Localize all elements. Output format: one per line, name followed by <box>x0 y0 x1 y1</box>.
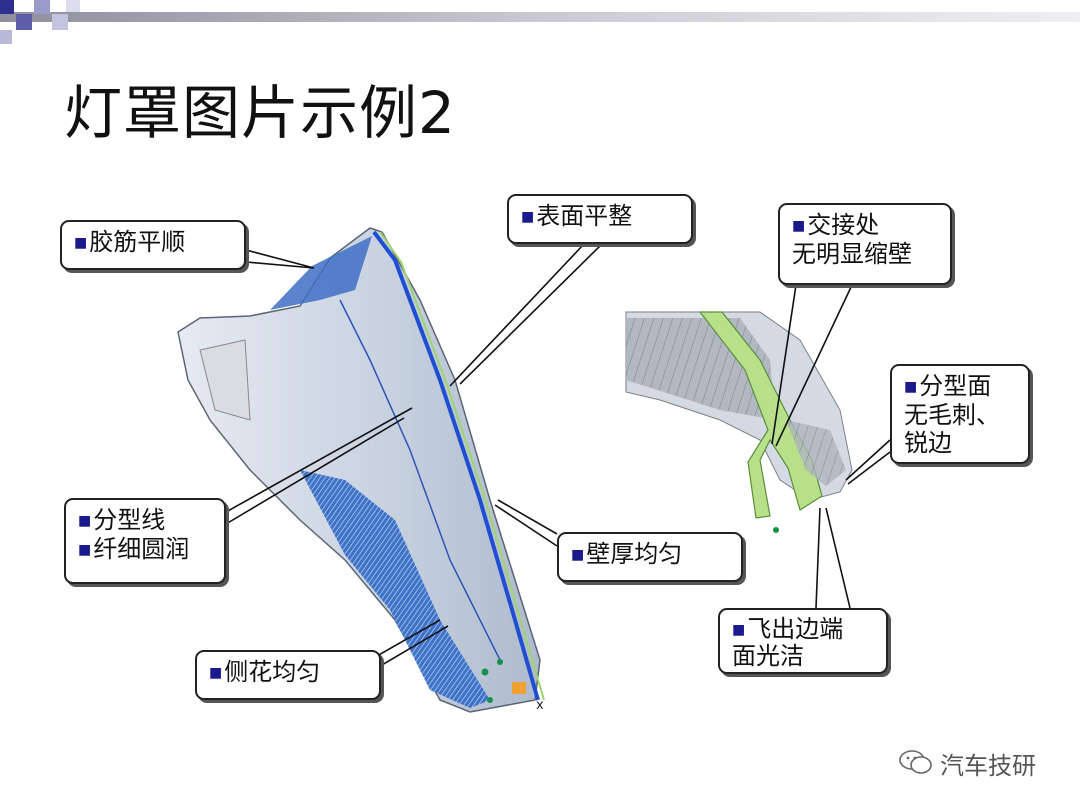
lamp-cover-part-left <box>177 227 545 713</box>
bullet-icon: ■ <box>571 547 585 563</box>
callout-parting-face: ■分型面 无毛刺、 锐边 <box>890 364 1030 464</box>
callout-text: 无毛刺、 <box>904 401 1000 429</box>
callout-rib-smooth: ■胶筋平顺 <box>60 220 246 270</box>
slide-title: 灯罩图片示例2 <box>64 79 456 147</box>
callout-text: 交接处 <box>807 211 880 239</box>
bullet-icon: ■ <box>78 513 92 529</box>
callout-surface-flat: ■表面平整 <box>507 194 693 244</box>
callout-text: 分型线 <box>93 506 166 534</box>
callout-flash-edge: ■飞出边端 面光洁 <box>718 608 888 674</box>
callout-text: 胶筋平顺 <box>89 228 186 256</box>
wechat-icon <box>899 750 932 774</box>
bullet-icon: ■ <box>74 235 88 251</box>
callout-text: 表面平整 <box>536 202 633 230</box>
callout-text: 纤细圆润 <box>93 535 190 563</box>
callout-wall-thickness: ■壁厚均匀 <box>557 532 743 582</box>
watermark-text: 汽车技研 <box>940 752 1036 780</box>
bullet-icon: ■ <box>78 542 92 558</box>
slide-header-bar <box>0 0 1080 44</box>
callout-junction: ■交接处 无明显缩壁 <box>778 203 952 285</box>
callout-text: 无明显缩壁 <box>792 240 912 268</box>
axis-label: x <box>536 698 544 713</box>
callout-parting-line: ■分型线 ■纤细圆润 <box>64 498 226 584</box>
callout-side-pattern: ■侧花均匀 <box>195 650 381 700</box>
section-detail-part-right <box>625 311 853 533</box>
leader-lines <box>225 243 891 673</box>
callout-text: 锐边 <box>904 429 952 457</box>
bullet-icon: ■ <box>209 665 223 681</box>
bullet-icon: ■ <box>792 218 806 234</box>
callout-text: 侧花均匀 <box>224 658 321 686</box>
callout-text: 飞出边端 <box>747 615 844 643</box>
callout-text: 壁厚均匀 <box>586 540 683 568</box>
bullet-icon: ■ <box>732 622 746 638</box>
callout-text: 分型面 <box>919 372 992 400</box>
callout-text: 面光洁 <box>732 642 804 670</box>
bullet-icon: ■ <box>904 379 918 395</box>
bullet-icon: ■ <box>521 209 535 225</box>
